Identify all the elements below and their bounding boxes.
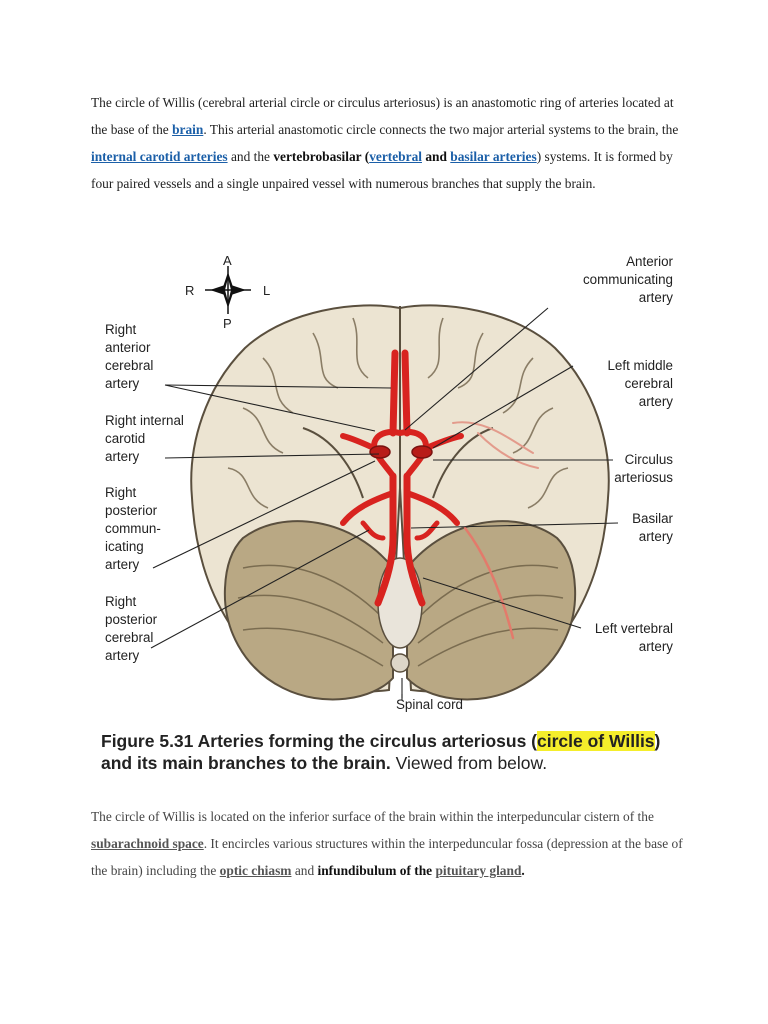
label-right-anterior-cerebral-artery: Right anterior cerebral artery <box>105 322 154 391</box>
leader-lines <box>150 307 619 698</box>
text-span: ) systems. It is formed by four paired v… <box>91 149 673 191</box>
figure-caption: Figure 5.31 Arteries forming the circulu… <box>101 730 671 774</box>
label-basilar-artery: Basilar artery <box>632 511 673 544</box>
compass-label-r: R <box>185 283 195 298</box>
text-span: . It encircles various structures within… <box>91 836 683 878</box>
brain-link[interactable]: brain <box>172 122 204 137</box>
cerebellum <box>223 520 577 701</box>
label-right-posterior-cerebral-artery: Right posterior cerebral artery <box>105 594 158 663</box>
and-bold: and <box>421 149 451 164</box>
caption-figure-number: Figure 5.31 <box>101 731 194 751</box>
vertebral-link[interactable]: vertebral <box>369 149 422 164</box>
subarachnoid-space-link[interactable]: subarachnoid space <box>91 836 204 851</box>
compass-label-a: A <box>223 253 232 268</box>
text-span: and the <box>227 149 274 164</box>
compass-label-p: P <box>223 316 232 331</box>
basilar-arteries-link[interactable]: basilar arteries <box>450 149 537 164</box>
text-span: . This arterial anastomotic circle conne… <box>203 122 679 137</box>
brain-illustration <box>150 266 619 701</box>
label-spinal-cord: Spinal cord <box>396 697 463 712</box>
caption-highlight: circle of Willis <box>537 731 655 751</box>
text-span: The circle of Willis is located on the i… <box>91 809 654 824</box>
location-paragraph: The circle of Willis is located on the i… <box>91 803 691 884</box>
pituitary-gland-link[interactable]: pituitary gland <box>435 863 522 878</box>
label-circulus-arteriosus: Circulus arteriosus <box>614 452 673 485</box>
optic-chiasm-link[interactable]: optic chiasm <box>219 863 292 878</box>
compass-icon <box>205 266 251 314</box>
label-left-middle-cerebral-artery: Left middle cerebral artery <box>607 358 673 409</box>
caption-normal-text: Viewed from below. <box>390 753 548 773</box>
open-paren: ( <box>361 149 370 164</box>
carotid-ends <box>369 445 433 459</box>
internal-carotid-arteries-link[interactable]: internal carotid arteries <box>91 149 228 164</box>
compass-label-l: L <box>263 283 271 298</box>
text-span: The circle of Willis (cerebral arterial … <box>91 95 674 137</box>
caption-bold-text-2: ) and its main branches to the brain. <box>101 731 661 773</box>
label-anterior-communicating-artery: Anterior communicating artery <box>582 254 673 305</box>
vertebrobasilar-bold: vertebrobasilar <box>273 149 362 164</box>
intro-paragraph: The circle of Willis (cerebral arterial … <box>91 89 691 197</box>
text-span: and <box>291 863 318 878</box>
label-right-posterior-communicating-artery: Right posterior commun- icating artery <box>105 485 161 572</box>
caption-bold-text: Arteries forming the circulus arteriosus… <box>193 731 538 751</box>
period-bold: . <box>521 863 525 878</box>
circle-of-willis-figure: A R L P Anterior communicating artery Ri… <box>93 238 673 788</box>
label-right-internal-carotid-artery: Right internal carotid artery <box>105 413 184 464</box>
infundibulum-bold: infundibulum of the <box>317 863 436 878</box>
label-left-vertebral-artery: Left vertebral artery <box>594 621 673 654</box>
